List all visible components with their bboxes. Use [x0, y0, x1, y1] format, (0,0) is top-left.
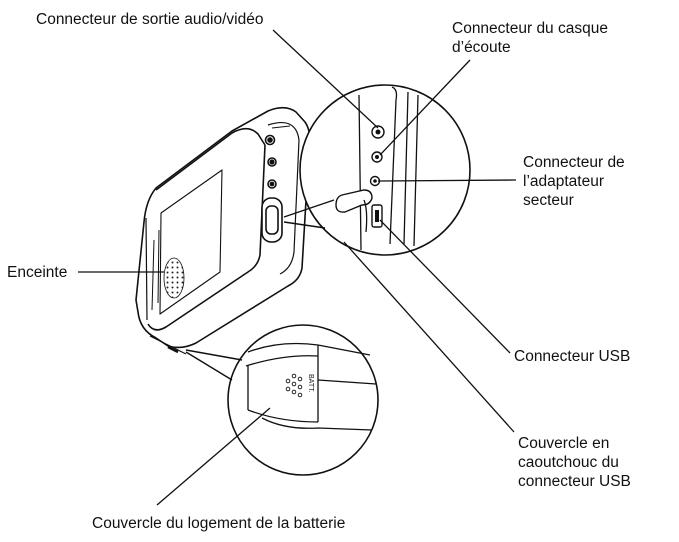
leader-usb-cover: [343, 241, 515, 433]
zoom-circle-battery: BATT.: [227, 324, 379, 476]
battery-vent-dots: [285, 373, 303, 398]
callout-wedge-top: [283, 199, 335, 229]
leader-av-output: [272, 29, 379, 129]
leader-adapter: [377, 179, 517, 182]
label-headphone-line1: Connecteur du casque: [452, 20, 608, 37]
label-speaker: Enceinte: [7, 264, 68, 281]
label-usb-cover-line1: Couvercle en: [518, 435, 610, 452]
zoom-circle-ports: [299, 84, 471, 256]
device-body: [135, 106, 311, 355]
speaker-grill: [163, 257, 185, 299]
label-adapter-line3: secteur: [523, 192, 574, 209]
label-adapter-connector: Connecteur de l’adaptateur secteur: [523, 153, 625, 210]
label-usb-cover-line3: connecteur USB: [518, 473, 631, 490]
label-av-output-connector: Connecteur de sortie audio/vidéo: [36, 11, 264, 28]
leader-battery-cover: [156, 407, 271, 506]
leader-lines: [78, 29, 517, 506]
batt-marking: BATT.: [307, 374, 314, 393]
label-battery-cover: Couvercle du logement de la batterie: [92, 515, 346, 532]
label-headphone-connector: Connecteur du casque d’écoute: [452, 19, 608, 57]
label-usb-rubber-cover: Couvercle en caoutchouc du connecteur US…: [518, 434, 631, 491]
label-usb-connector: Connecteur USB: [514, 348, 631, 365]
leader-headphone: [379, 59, 471, 156]
callout-wedge-bottom: [185, 349, 243, 381]
leader-usb: [379, 219, 511, 354]
label-adapter-line2: l’adaptateur: [523, 173, 605, 190]
label-usb-cover-line2: caoutchouc du: [518, 454, 619, 471]
label-headphone-line2: d’écoute: [452, 39, 511, 56]
label-adapter-line1: Connecteur de: [523, 154, 625, 171]
